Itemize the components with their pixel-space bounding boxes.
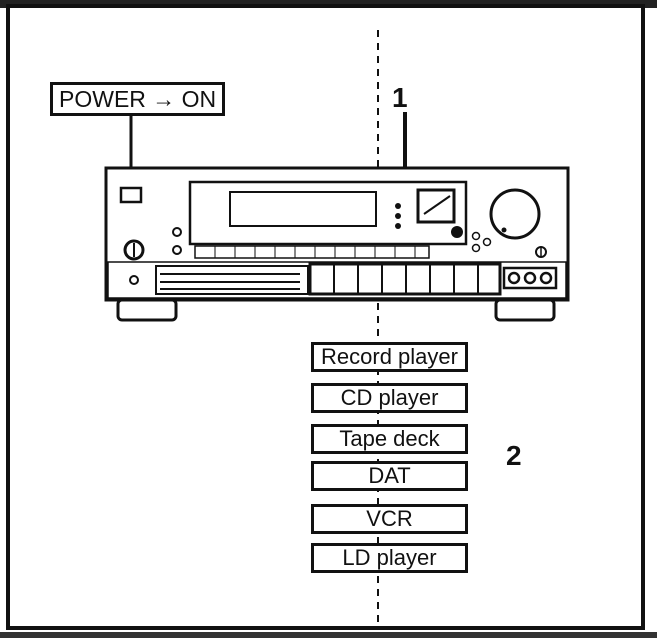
power-on-label: POWER → ON — [50, 82, 226, 116]
source-dat: DAT — [311, 461, 468, 491]
source-record-player: Record player — [311, 342, 468, 372]
source-cd-player: CD player — [311, 383, 468, 413]
power-button — [119, 186, 143, 204]
volume-knob — [489, 188, 541, 240]
source-tape-deck: Tape deck — [311, 424, 468, 454]
step-1-label: 1 — [392, 82, 408, 113]
receiver-body — [104, 166, 570, 322]
source-vcr: VCR — [311, 504, 468, 534]
step-2-label: 2 — [506, 440, 522, 471]
foot-right — [494, 298, 556, 322]
foot-left — [116, 298, 178, 322]
display-window — [229, 191, 377, 227]
source-ld-player: LD player — [311, 543, 468, 573]
bottom-border-band — [0, 632, 657, 638]
